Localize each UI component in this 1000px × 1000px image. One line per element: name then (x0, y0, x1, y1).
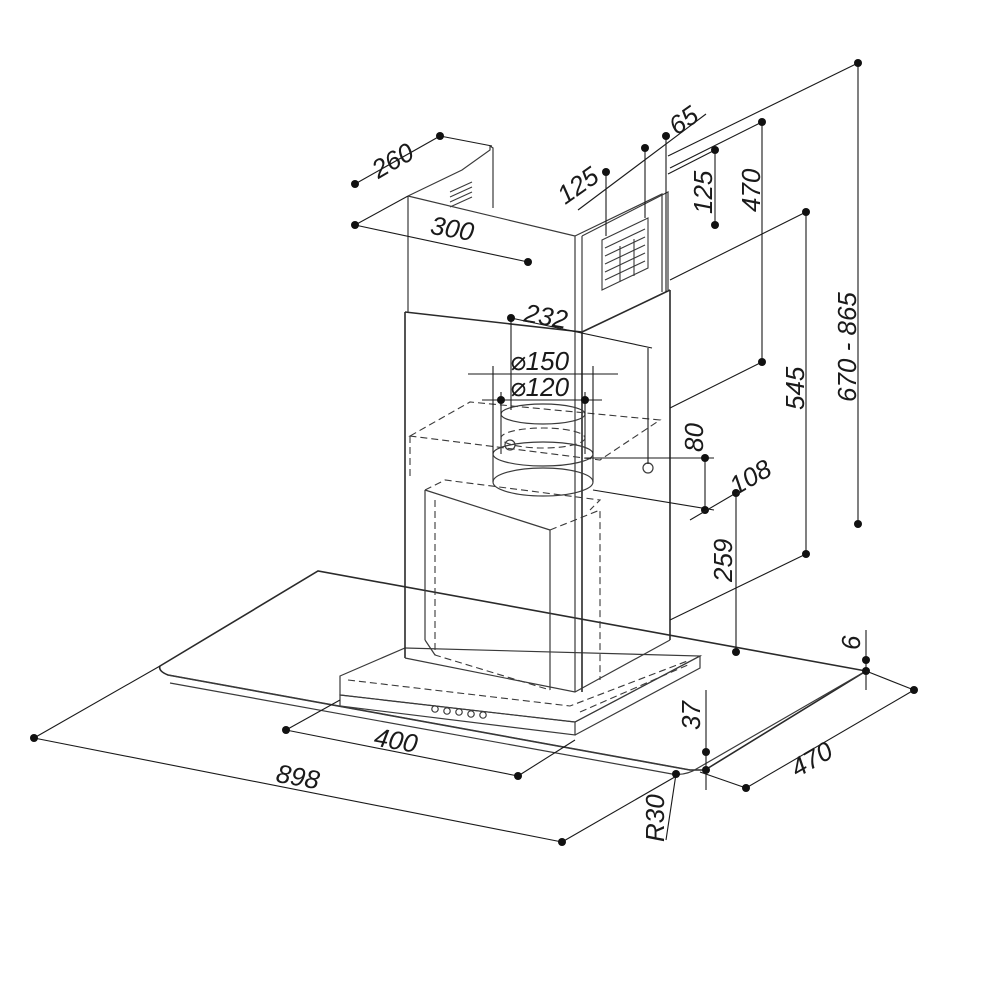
dim-corner-radius-label: R30 (640, 794, 670, 842)
control-base (339, 647, 703, 736)
dim-corner-radius: R30 (640, 770, 680, 842)
dim-canopy-height-label: 37 (676, 700, 706, 730)
dim-control-width: 400 (282, 699, 576, 780)
dim-glass-thickness: 6 (836, 630, 870, 690)
dim-chimney-width-label: 300 (428, 210, 476, 247)
dim-outlet-diameter-large-label: ⌀150 (510, 346, 570, 376)
duct-outlet (492, 403, 654, 497)
button-icon (431, 705, 439, 713)
button-icon (467, 710, 475, 718)
motor-body (408, 401, 662, 691)
dim-vent-offset-a-label: 125 (551, 160, 604, 210)
dim-upper-chimney: 470 (669, 118, 766, 409)
screw-icon (642, 462, 654, 474)
vent-grille-icon (601, 217, 649, 291)
dim-outlet-diameters: ⌀150 ⌀120 (468, 346, 618, 454)
dim-motor-height: 259 (708, 539, 738, 583)
dim-canopy-height: 37 (676, 690, 710, 790)
dim-glass-width: 898 (30, 665, 681, 846)
dim-body-height-label: 545 (780, 366, 810, 410)
dim-vent-height: 125 (667, 146, 719, 229)
dim-body-height: 545 (669, 208, 810, 621)
dim-chimney-width: 300 (351, 195, 532, 266)
dim-control-width-label: 400 (372, 722, 420, 759)
control-buttons (431, 705, 487, 719)
button-icon (455, 708, 463, 716)
screw-icon (504, 439, 516, 451)
button-icon (479, 711, 487, 719)
dim-vent-height-label: 125 (688, 170, 718, 214)
button-icon (443, 707, 451, 715)
dim-outlet-height-label: 80 (679, 423, 709, 452)
dim-motor-height-label: 259 (708, 539, 738, 583)
dim-chimney-depth-label: 260 (365, 136, 419, 184)
dim-duct-offset-label: 232 (521, 298, 570, 335)
dim-outlet-diameter-small-label: ⌀120 (510, 372, 570, 402)
dim-glass-width-label: 898 (274, 758, 322, 795)
side-grille-icon (449, 181, 473, 208)
glass-canopy (158, 570, 869, 775)
upper-chimney (407, 145, 669, 332)
dim-upper-chimney-label: 470 (736, 168, 766, 212)
dim-total-height: 670 - 865 (667, 59, 862, 528)
dim-glass-thickness-label: 6 (836, 635, 866, 650)
dim-outlet-depth-label: 108 (724, 453, 777, 501)
dim-total-height-label: 670 - 865 (832, 292, 862, 402)
dim-glass-depth: 470 (699, 670, 918, 792)
dim-glass-depth-label: 470 (785, 735, 838, 783)
dim-outlet-height: 80 (585, 423, 715, 514)
dim-chimney-depth: 260 (351, 132, 493, 188)
lower-chimney (404, 289, 671, 693)
